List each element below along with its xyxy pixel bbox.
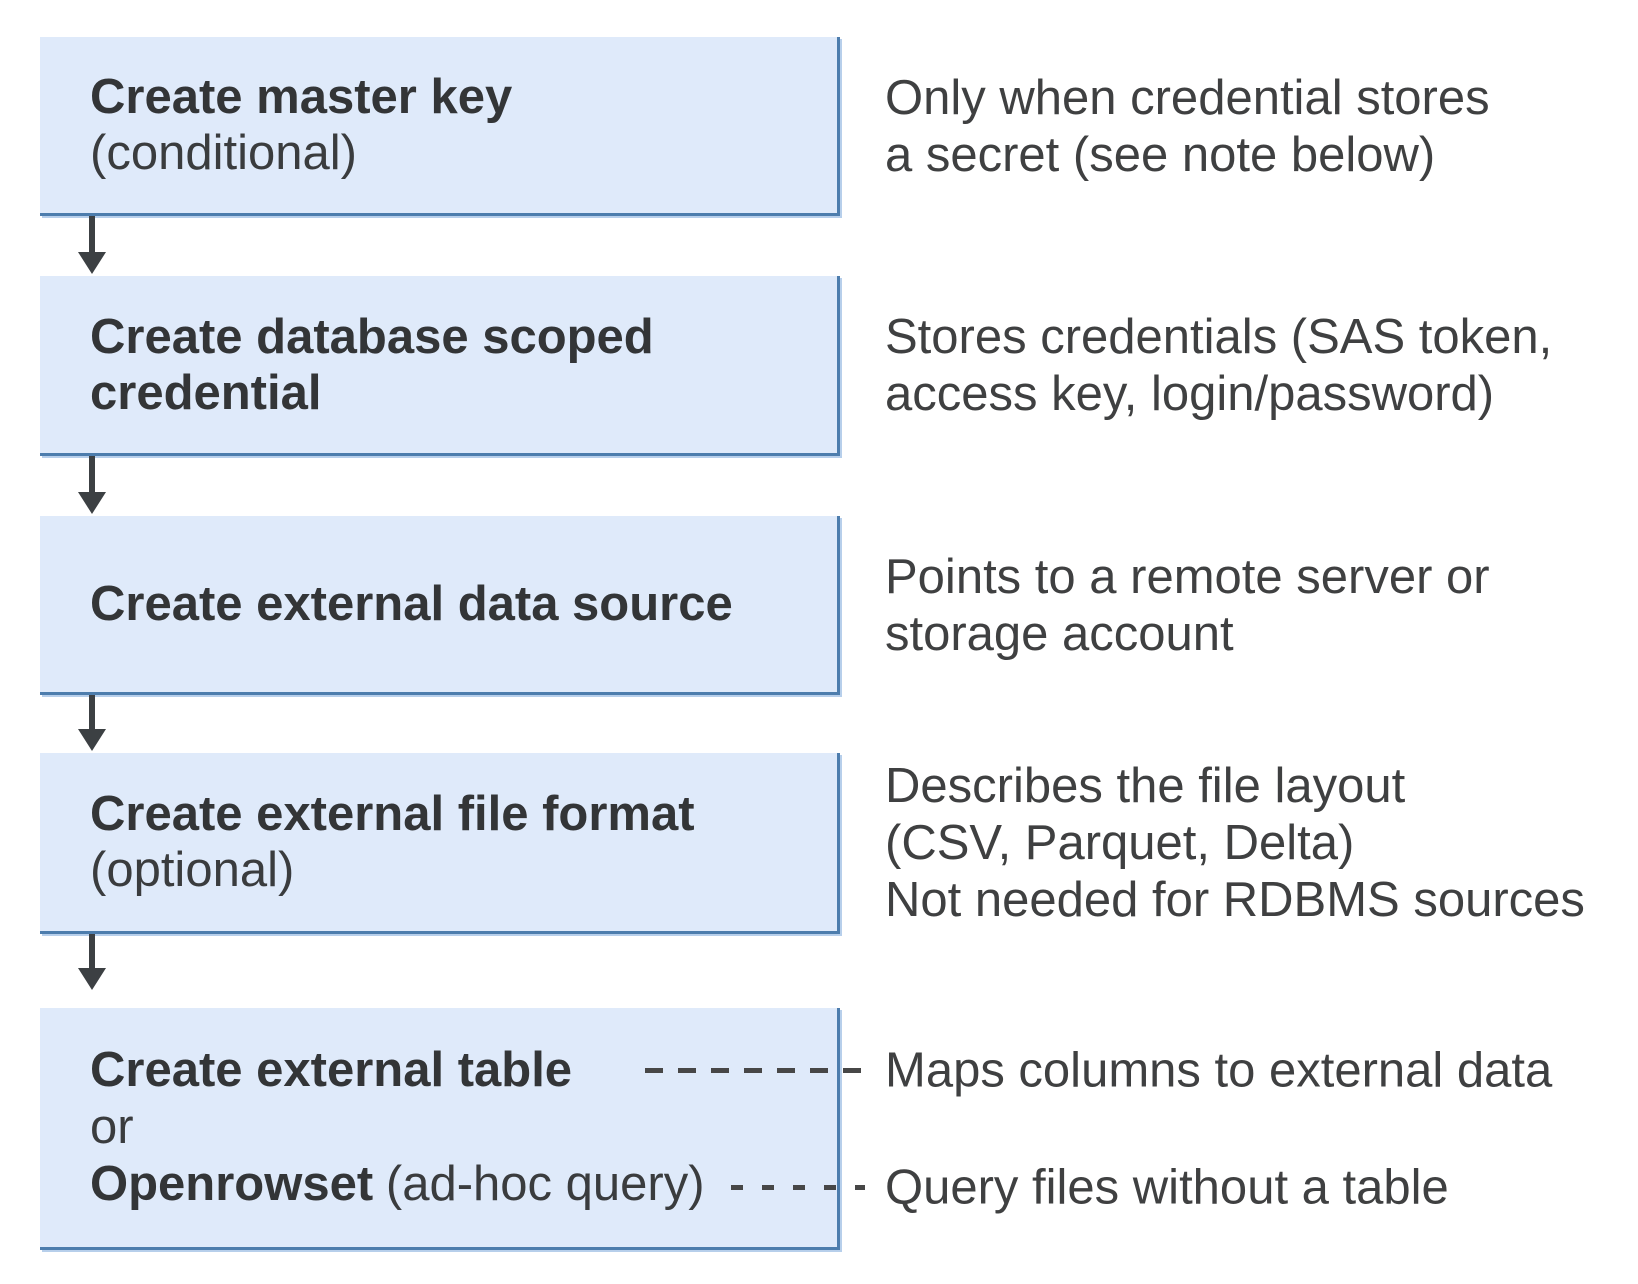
step-title: credential (90, 365, 322, 420)
arrow-shaft (89, 934, 95, 970)
annotation-external-data-source: Points to a remote server or storage acc… (885, 516, 1630, 695)
step-box-create-master-key: Create master key (conditional) (40, 37, 840, 216)
annotation-line: Only when credential stores (885, 70, 1490, 125)
step-title: Create master key (90, 70, 513, 124)
arrow-head (78, 729, 106, 751)
annotation-line: Not needed for RDBMS sources (885, 873, 1585, 927)
annotation-master-key: Only when credential stores a secret (se… (885, 37, 1630, 216)
annotation-line: access key, login/password) (885, 367, 1495, 421)
step-title: Create external file format (90, 787, 695, 841)
dashed-connector-external-table (645, 1068, 867, 1073)
annotation-line: (CSV, Parquet, Delta) (885, 816, 1355, 870)
flow-arrow-down-icon (78, 216, 106, 274)
step-option-openrowset: Openrowset(ad-hoc query) (90, 1157, 705, 1211)
arrow-head (78, 252, 106, 274)
step-qualifier: (conditional) (90, 126, 357, 180)
flow-arrow-down-icon (78, 456, 106, 514)
annotation-line: Stores credentials (SAS token, (885, 310, 1553, 364)
annotation-line: Points to a remote server or (885, 549, 1490, 604)
step-box-create-database-scoped-credential: Create database scoped credential (40, 276, 840, 456)
step-option-external-table: Create external table (90, 1043, 573, 1097)
flow-arrow-down-icon (78, 934, 106, 990)
step-qualifier: (optional) (90, 843, 295, 897)
step-title: Create database scoped (90, 309, 654, 364)
step-box-create-external-table-or-openrowset: Create external table or Openrowset(ad-h… (40, 1008, 840, 1250)
annotation-database-scoped-credential: Stores credentials (SAS token, access ke… (885, 276, 1630, 456)
annotation-line: Describes the file layout (885, 759, 1406, 813)
step-title: Create external data source (90, 577, 733, 631)
step-box-create-external-data-source: Create external data source (40, 516, 840, 695)
annotation-line: storage account (885, 606, 1234, 661)
step-box-create-external-file-format: Create external file format (optional) (40, 753, 840, 934)
flow-arrow-down-icon (78, 695, 106, 751)
arrow-head (78, 492, 106, 514)
annotation-external-file-format: Describes the file layout (CSV, Parquet,… (885, 753, 1630, 934)
annotation-openrowset: Query files without a table (885, 1160, 1449, 1215)
dashed-connector-openrowset (731, 1185, 865, 1190)
step-conjunction: or (90, 1100, 134, 1154)
arrow-shaft (89, 216, 95, 254)
annotation-line: a secret (see note below) (885, 127, 1436, 182)
arrow-shaft (89, 695, 95, 731)
arrow-head (78, 968, 106, 990)
annotation-external-table: Maps columns to external data (885, 1043, 1553, 1098)
arrow-shaft (89, 456, 95, 494)
